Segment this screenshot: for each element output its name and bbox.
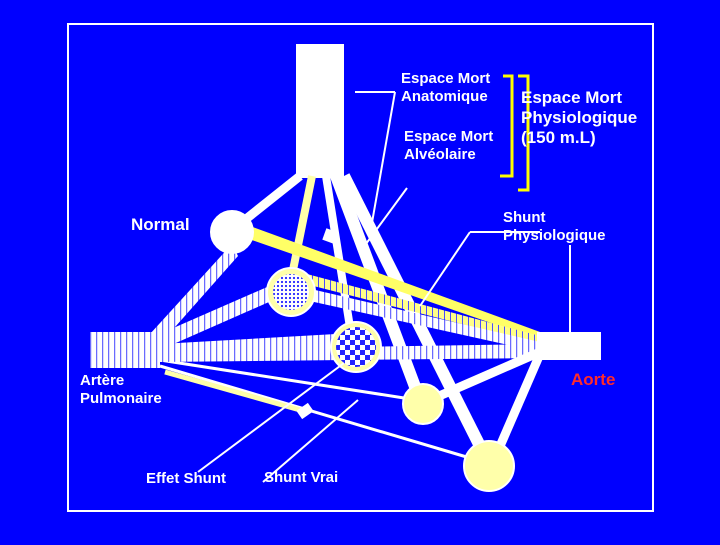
label-shunt-vrai: Shunt Vrai — [264, 469, 339, 486]
bracket-group — [500, 74, 530, 192]
label-shunt-line2: Physiologique — [503, 226, 606, 244]
label-alveolaire-line2: Alvéolaire — [404, 145, 476, 163]
valve-upper — [322, 228, 338, 244]
label-effet-shunt: Effet Shunt — [146, 470, 226, 487]
label-anatomique-line1: Espace Mort — [401, 70, 491, 87]
label-physiologique-line3: (150 m.L) — [521, 128, 596, 148]
label-artere-line1: Artère — [80, 372, 125, 389]
label-alveolaire-line1: Espace Mort — [404, 128, 494, 145]
label-artere-pulmonaire: Artère Pulmonaire — [80, 372, 162, 407]
aorta — [537, 332, 601, 360]
label-anatomique-line2: Anatomique — [401, 87, 488, 105]
label-artere-line2: Pulmonaire — [80, 389, 162, 407]
label-physiologique-line2: Physiologique — [521, 108, 638, 128]
trachea — [296, 44, 344, 178]
label-physiologique-line1: Espace Mort — [521, 88, 623, 107]
systemic-vessels — [160, 226, 545, 462]
valve-lower — [296, 402, 314, 420]
alveolus-normal — [210, 210, 254, 254]
label-espace-mort-physiologique: Espace Mort Physiologique (150 m.L) — [521, 88, 637, 148]
label-shunt-line1: Shunt — [503, 209, 546, 226]
alveolus-shunt-lower — [402, 383, 444, 425]
outer-frame — [67, 23, 654, 512]
label-normal: Normal — [131, 215, 190, 234]
label-shunt-physiologique: Shunt Physiologique — [503, 209, 606, 244]
label-aorte: Aorte — [571, 370, 616, 389]
alveolus-shunt-vrai — [463, 440, 515, 492]
pointer-lines — [197, 91, 571, 483]
label-espace-mort-anatomique: Espace Mort Anatomique — [401, 70, 490, 105]
label-espace-mort-alveolaire: Espace Mort Alvéolaire — [404, 128, 493, 163]
